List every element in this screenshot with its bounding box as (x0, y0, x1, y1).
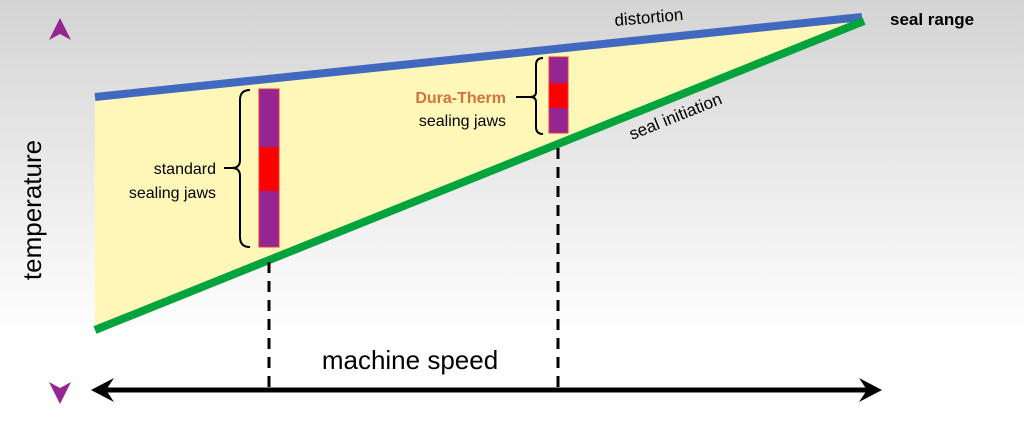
standard-label-1: standard (154, 161, 216, 178)
seal-range-label: seal range (890, 10, 974, 29)
dura-therm-label-1: Dura-Therm (415, 90, 506, 107)
dura-therm-jaws-bar (548, 56, 569, 134)
dura-therm-label-2: sealing jaws (419, 113, 506, 130)
temperature-axis-label: temperature (17, 140, 47, 280)
speed-arrow-right-head (859, 378, 882, 402)
speed-arrow-left-head (91, 378, 114, 402)
seal-initiation-line (93, 17, 866, 334)
distortion-label: distortion (614, 5, 684, 30)
standard-label-2: sealing jaws (129, 185, 216, 202)
temperature-arrow-up-head (49, 18, 71, 40)
standard-jaws-bar (258, 88, 280, 248)
distortion-line (94, 13, 863, 101)
machine-speed-axis-label: machine speed (322, 345, 498, 375)
temperature-arrow-down-head (49, 382, 71, 404)
